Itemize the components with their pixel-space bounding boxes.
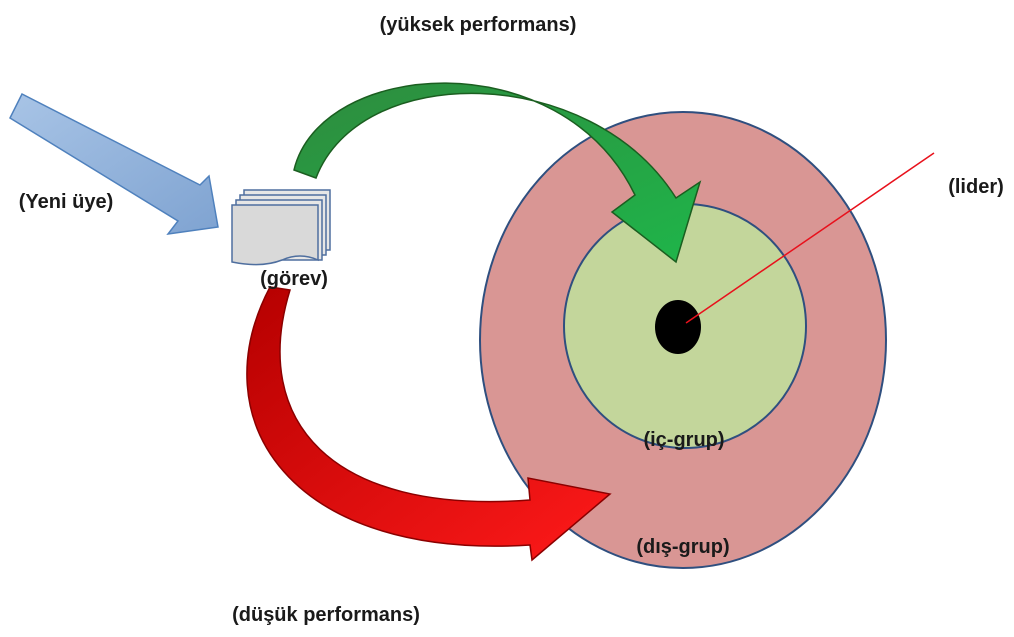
- high-performance-arrow: [293, 82, 702, 264]
- task-card-stack-icon: [231, 189, 331, 266]
- new-member-arrow: [9, 92, 219, 235]
- leader-dot: [655, 300, 701, 354]
- out-group-label: (dış-grup): [636, 536, 729, 558]
- task-label: (görev): [260, 268, 328, 290]
- leader-label: (lider): [948, 176, 1004, 198]
- new-member-label: (Yeni üye): [19, 191, 113, 213]
- low-performance-arrow: [246, 286, 612, 562]
- in-group-label: (iç-grup): [643, 429, 724, 451]
- high-performance-label: (yüksek performans): [380, 14, 577, 36]
- leader-pointer-line: [685, 152, 935, 324]
- low-performance-label: (düşük performans): [232, 604, 420, 626]
